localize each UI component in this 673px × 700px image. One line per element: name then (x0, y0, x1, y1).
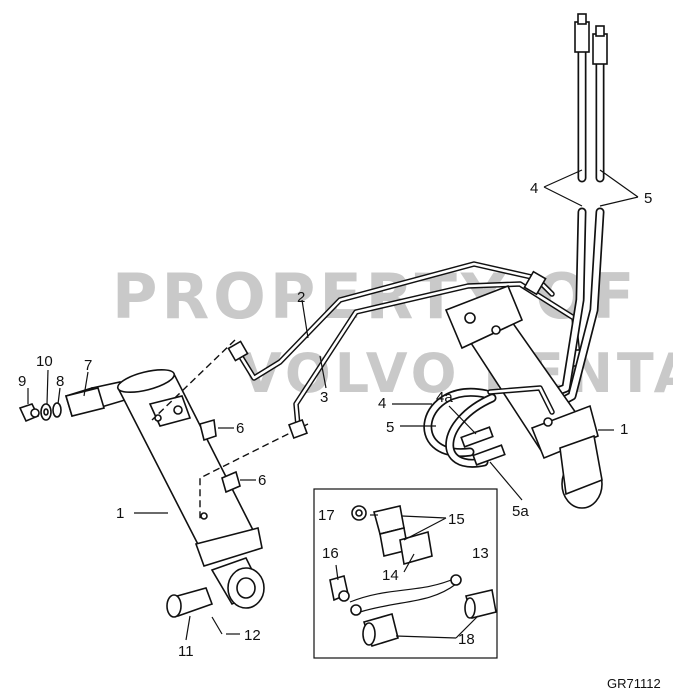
pipe-4-5-connection (487, 385, 555, 415)
callout-14: 14 (382, 567, 399, 584)
right-steering-cylinder[interactable] (444, 284, 603, 509)
callout-2: 2 (297, 289, 305, 306)
callout-16: 16 (322, 545, 339, 562)
washer-10[interactable] (40, 403, 52, 421)
plug-6-lower[interactable] (221, 470, 241, 494)
fitting-4a[interactable] (460, 426, 494, 448)
bolt-18[interactable] (362, 589, 497, 647)
hose-5-loop[interactable] (445, 393, 497, 468)
nut-17[interactable] (351, 505, 367, 521)
callout-1-left: 1 (116, 505, 124, 522)
callout-4-top: 4 (530, 180, 538, 197)
leader-lines (27, 169, 639, 641)
dashed-guide-upper (151, 339, 236, 421)
callout-11: 11 (178, 643, 194, 660)
callout-18: 18 (458, 631, 475, 648)
callout-12: 12 (244, 627, 261, 644)
callout-1-right: 1 (620, 421, 628, 438)
screw-16[interactable] (329, 574, 350, 602)
callout-6-lower: 6 (258, 472, 266, 489)
washer-8[interactable] (52, 402, 62, 418)
callout-3: 3 (320, 389, 328, 406)
pin-11[interactable] (166, 587, 214, 618)
callout-17: 17 (318, 507, 335, 524)
callout-6-upper: 6 (236, 420, 244, 437)
callout-4a: 4a (436, 389, 453, 406)
watermark: PROPERTY OF VOLVO PENTA (112, 260, 673, 405)
hose-4-upper[interactable] (574, 13, 590, 183)
left-steering-cylinder[interactable] (65, 365, 265, 609)
callout-5-top: 5 (644, 190, 652, 207)
callout-9: 9 (18, 373, 26, 390)
pin-7[interactable] (64, 387, 106, 417)
inset-detail-box (313, 488, 498, 659)
plug-6-upper[interactable] (199, 418, 217, 442)
bolt-9[interactable] (18, 403, 40, 423)
callout-5a: 5a (512, 503, 529, 520)
hose-5-upper[interactable] (592, 25, 608, 183)
watermark-line-1: PROPERTY OF (112, 260, 638, 333)
callout-7: 7 (84, 357, 92, 374)
callout-13: 13 (472, 545, 489, 562)
callout-10: 10 (36, 353, 53, 370)
drawing-code: GR71112 (607, 676, 661, 691)
callout-labels: 4 5 2 3 1 1 6 6 7 8 9 10 11 12 4 5 4a 5a… (18, 180, 661, 691)
cotter-pin-12[interactable] (211, 616, 223, 635)
callout-15: 15 (448, 511, 465, 528)
fitting-5a[interactable] (472, 444, 506, 466)
callout-4-mid: 4 (378, 395, 386, 412)
clamp-14[interactable] (399, 530, 433, 566)
callout-5-mid: 5 (386, 419, 394, 436)
dashed-guide-lower (199, 423, 309, 520)
wire-13[interactable] (349, 574, 462, 616)
callout-8: 8 (56, 373, 64, 390)
